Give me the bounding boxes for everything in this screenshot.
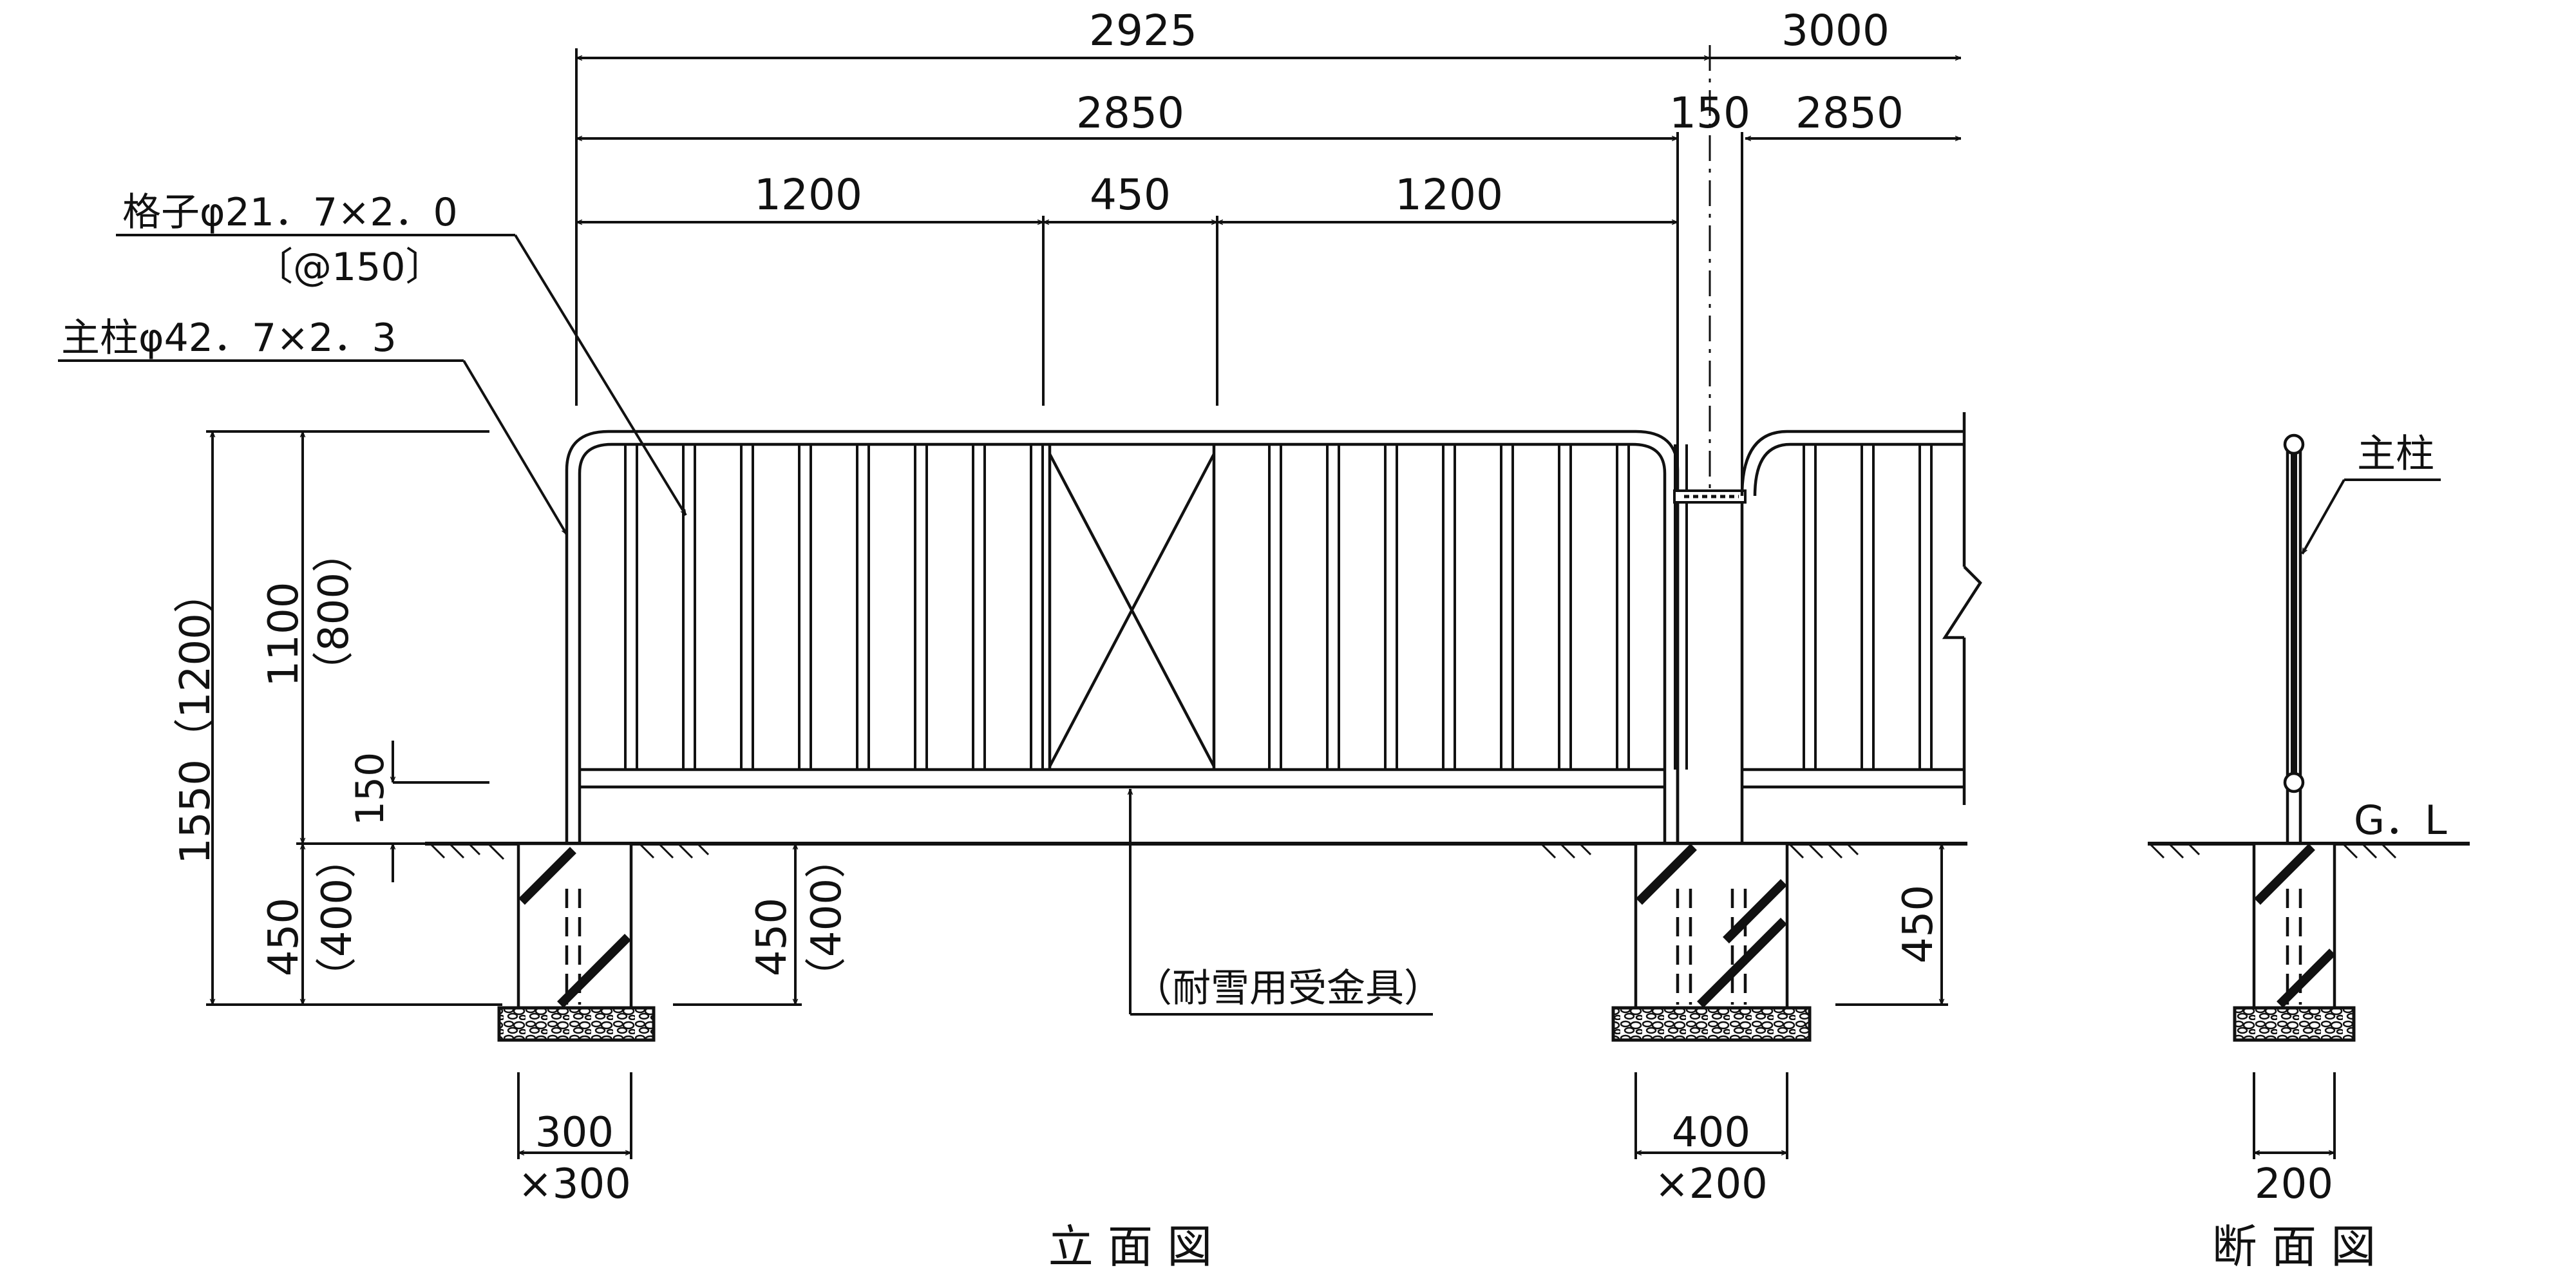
foundation-right bbox=[1611, 842, 1812, 1042]
dim-1550: 1550（1200） bbox=[172, 572, 220, 864]
dim-300: 300 bbox=[535, 1109, 614, 1157]
dim-2925: 2925 bbox=[1089, 6, 1197, 55]
lattice-bars bbox=[624, 444, 1688, 770]
dim-row-2 bbox=[576, 132, 1961, 515]
leader-lattice bbox=[116, 234, 687, 515]
leader-section-post bbox=[2301, 478, 2441, 554]
leader-snow-fitting bbox=[1130, 789, 1433, 1016]
section-post-label: 主柱 bbox=[2357, 431, 2434, 477]
dim-450-embed-right: 450 bbox=[1895, 885, 1942, 963]
ground-level-label: G．L bbox=[2354, 797, 2447, 844]
dim-450-mid: 450 bbox=[1090, 170, 1171, 220]
post-spec-label: 主柱φ42．7×2．3 bbox=[61, 316, 397, 361]
dim-400-embed-mid-alt: （400） bbox=[803, 837, 851, 998]
section-post bbox=[2283, 433, 2305, 844]
dim-x300: ×300 bbox=[518, 1160, 631, 1208]
next-panel bbox=[1740, 412, 1982, 805]
elevation-title: 立 面 図 bbox=[1048, 1220, 1213, 1273]
section-dim-width bbox=[2253, 1072, 2336, 1159]
lattice-pitch-label: 〔@150〕 bbox=[254, 245, 444, 290]
section-view: 200 主柱 G．L 断 面 図 bbox=[2148, 431, 2470, 1273]
dim-3000: 3000 bbox=[1781, 6, 1889, 55]
dim-vertical-left bbox=[206, 430, 502, 1006]
dim-150-rail: 150 bbox=[348, 752, 393, 826]
dim-2850-right: 2850 bbox=[1795, 88, 1904, 138]
earth-hatch bbox=[430, 844, 1859, 860]
joint-post bbox=[1673, 489, 1747, 844]
section-foundation bbox=[2233, 842, 2356, 1042]
foundation-left bbox=[497, 842, 656, 1042]
section-dim-200: 200 bbox=[2255, 1160, 2333, 1208]
dim-footing-right bbox=[1634, 1072, 1788, 1159]
elevation-view: 2925 3000 2850 150 2850 1200 450 1200 bbox=[58, 6, 1982, 1273]
lattice-bars-next bbox=[1803, 444, 1933, 770]
leader-post bbox=[58, 359, 568, 535]
dim-vertical-right bbox=[1835, 844, 1948, 1006]
snow-fitting-label: （耐雪用受金具） bbox=[1133, 966, 1443, 1011]
dim-450-embed-mid: 450 bbox=[748, 898, 796, 976]
dim-1200-right: 1200 bbox=[1395, 170, 1503, 220]
dim-footing-left bbox=[517, 1072, 632, 1159]
dim-400: 400 bbox=[1672, 1109, 1750, 1157]
lattice-spec-label: 格子φ21．7×2．0 bbox=[122, 190, 458, 235]
dim-400-embed-left-alt: （400） bbox=[314, 837, 361, 998]
dim-450-embed-left: 450 bbox=[260, 898, 308, 976]
fence-panel bbox=[565, 430, 1680, 844]
dim-2850-left: 2850 bbox=[1076, 88, 1184, 138]
dim-800-alt: （800） bbox=[310, 531, 358, 692]
dim-row-top bbox=[575, 48, 1961, 406]
section-earth-hatch bbox=[2150, 844, 2397, 859]
dim-row-3 bbox=[576, 216, 1678, 406]
section-title: 断 面 図 bbox=[2212, 1220, 2376, 1273]
dim-1100: 1100 bbox=[260, 582, 308, 687]
dim-1200-left: 1200 bbox=[754, 170, 862, 220]
dim-x200: ×200 bbox=[1654, 1160, 1768, 1208]
dim-vertical-mid bbox=[673, 844, 802, 1006]
